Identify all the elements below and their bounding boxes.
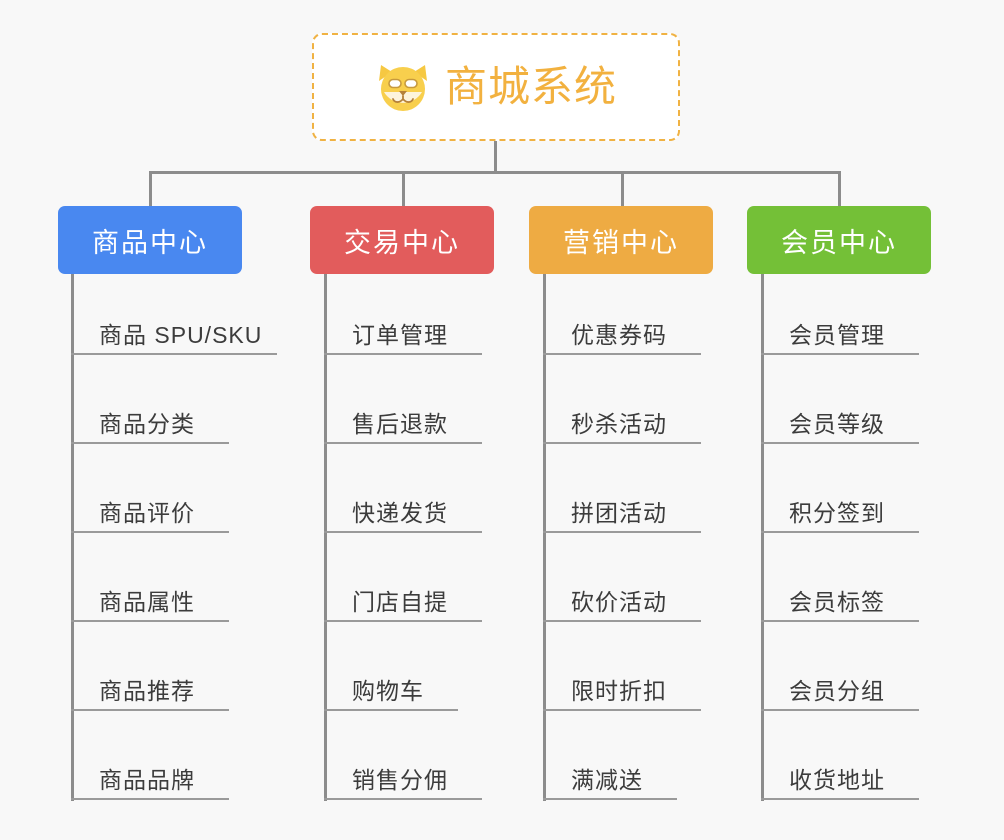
leaf-item[interactable]: 优惠券码 — [543, 266, 701, 355]
leaf-item[interactable]: 拼团活动 — [543, 444, 701, 533]
leaf-label: 拼团活动 — [571, 499, 667, 526]
leaf-label: 销售分佣 — [352, 766, 448, 793]
leaf-label: 积分签到 — [789, 499, 885, 526]
leaf-label: 会员分组 — [789, 677, 885, 704]
leaf-item[interactable]: 商品评价 — [71, 444, 229, 533]
leaf-item[interactable]: 砍价活动 — [543, 533, 701, 622]
branch-drop-line-3 — [621, 171, 624, 206]
branch-trunk-2 — [324, 274, 327, 801]
leaf-label: 满减送 — [571, 766, 643, 793]
leaf-label: 门店自提 — [352, 588, 448, 615]
leaf-item[interactable]: 快递发货 — [324, 444, 482, 533]
branch-header-商品中心[interactable]: 商品中心 — [58, 206, 242, 274]
leaf-item[interactable]: 订单管理 — [324, 266, 482, 355]
leaf-label: 会员等级 — [789, 410, 885, 437]
branch-header-label: 会员中心 — [781, 227, 897, 258]
leaf-label: 快递发货 — [352, 499, 448, 526]
branch-drop-line-2 — [402, 171, 405, 206]
leaf-label: 优惠券码 — [571, 321, 667, 348]
leaf-label: 订单管理 — [352, 321, 448, 348]
leaf-item[interactable]: 商品 SPU/SKU — [71, 266, 277, 355]
branch-bus-line — [150, 171, 840, 174]
root-stem-line — [494, 141, 497, 173]
branch-trunk-3 — [543, 274, 546, 801]
leaf-item[interactable]: 秒杀活动 — [543, 355, 701, 444]
leaf-item[interactable]: 商品属性 — [71, 533, 229, 622]
leaf-label: 售后退款 — [352, 410, 448, 437]
leaf-item[interactable]: 会员等级 — [761, 355, 919, 444]
branch-drop-line-4 — [838, 171, 841, 206]
leaf-label: 会员标签 — [789, 588, 885, 615]
branch-header-交易中心[interactable]: 交易中心 — [310, 206, 494, 274]
branch-header-营销中心[interactable]: 营销中心 — [529, 206, 713, 274]
root-node[interactable]: 商城系统 — [312, 33, 680, 141]
leaf-item[interactable]: 购物车 — [324, 622, 458, 711]
shiba-dog-icon — [378, 65, 427, 111]
leaf-label: 限时折扣 — [571, 677, 667, 704]
leaf-label: 会员管理 — [789, 321, 885, 348]
leaf-label: 购物车 — [352, 677, 424, 704]
leaf-item[interactable]: 会员标签 — [761, 533, 919, 622]
leaf-label: 商品分类 — [99, 410, 195, 437]
branch-header-label: 营销中心 — [563, 227, 679, 258]
leaf-item[interactable]: 积分签到 — [761, 444, 919, 533]
leaf-label: 商品 SPU/SKU — [99, 321, 263, 348]
leaf-item[interactable]: 会员管理 — [761, 266, 919, 355]
branch-header-label: 交易中心 — [344, 227, 460, 258]
leaf-label: 砍价活动 — [571, 588, 667, 615]
leaf-label: 商品推荐 — [99, 677, 195, 704]
leaf-item[interactable]: 商品分类 — [71, 355, 229, 444]
leaf-item[interactable]: 门店自提 — [324, 533, 482, 622]
leaf-item[interactable]: 销售分佣 — [324, 711, 482, 800]
leaf-item[interactable]: 收货地址 — [761, 711, 919, 800]
leaf-item[interactable]: 商品品牌 — [71, 711, 229, 800]
leaf-item[interactable]: 商品推荐 — [71, 622, 229, 711]
leaf-item[interactable]: 限时折扣 — [543, 622, 701, 711]
leaf-label: 秒杀活动 — [571, 410, 667, 437]
leaf-label: 商品评价 — [99, 499, 195, 526]
branch-trunk-1 — [71, 274, 74, 801]
leaf-label: 商品品牌 — [99, 766, 195, 793]
branch-header-label: 商品中心 — [92, 227, 208, 258]
leaf-item[interactable]: 满减送 — [543, 711, 677, 800]
branch-drop-line-1 — [149, 171, 152, 206]
branch-trunk-4 — [761, 274, 764, 801]
leaf-label: 收货地址 — [789, 766, 885, 793]
leaf-item[interactable]: 会员分组 — [761, 622, 919, 711]
leaf-item[interactable]: 售后退款 — [324, 355, 482, 444]
leaf-label: 商品属性 — [99, 588, 195, 615]
root-title: 商城系统 — [444, 63, 617, 110]
branch-header-会员中心[interactable]: 会员中心 — [747, 206, 931, 274]
